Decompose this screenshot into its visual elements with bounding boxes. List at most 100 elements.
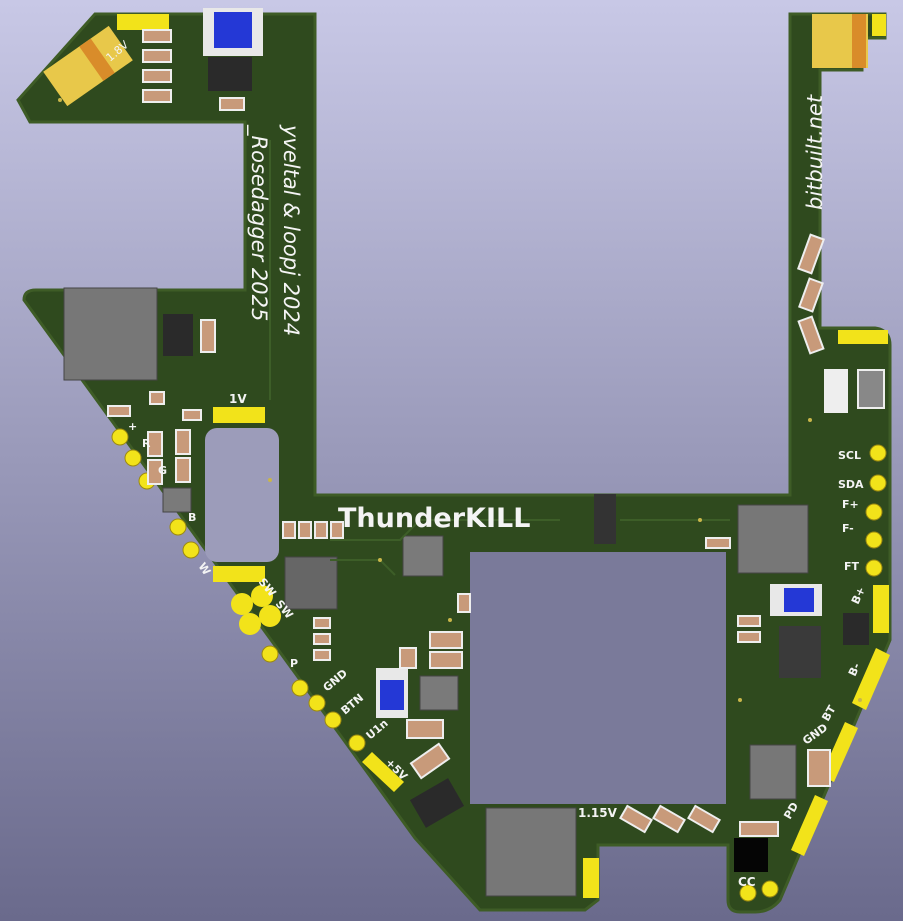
r23 <box>807 749 831 787</box>
cap-tl-band <box>79 38 115 81</box>
label-plus: + <box>128 420 137 433</box>
passives <box>107 29 885 837</box>
yellow-pads <box>117 14 890 898</box>
r20 <box>619 804 653 834</box>
r18 <box>406 719 444 739</box>
tp-w <box>182 541 200 559</box>
ic-right-top <box>737 504 809 574</box>
r1 <box>142 29 172 43</box>
tp-p <box>261 645 279 663</box>
pad-5v <box>362 752 404 792</box>
r13 <box>797 315 825 355</box>
via-7 <box>808 418 812 422</box>
r35 <box>313 649 331 661</box>
r22 <box>687 804 721 834</box>
credits-line2: _Rosedagger 2025 <box>246 124 271 321</box>
label-sda: SDA <box>838 478 864 491</box>
via-1 <box>378 558 382 562</box>
sw-pad-4 <box>259 605 281 627</box>
label-scl: SCL <box>838 449 861 462</box>
r17 <box>429 651 463 669</box>
tp-x <box>291 679 309 697</box>
pad-top-1 <box>117 14 169 30</box>
tp-gnd-l <box>308 694 326 712</box>
r24 <box>739 821 779 837</box>
tp-fplus <box>865 503 883 521</box>
label-1-15v: 1.15V <box>578 806 618 820</box>
label-g: G <box>158 464 167 477</box>
label-fminus: F- <box>842 522 854 535</box>
pad-bplus <box>873 585 889 633</box>
sw-pads <box>231 585 281 635</box>
tp-scl <box>869 444 887 462</box>
black-pad-cc <box>734 838 768 872</box>
r37 <box>298 521 312 539</box>
via-4 <box>738 698 742 702</box>
pad-1v <box>213 407 265 423</box>
inductor-left <box>63 287 158 381</box>
chip-right-small <box>843 613 869 645</box>
r31 <box>737 615 761 627</box>
tp-u1n <box>348 734 366 752</box>
r15 <box>857 369 885 409</box>
r21 <box>652 804 686 834</box>
r12 <box>798 277 824 313</box>
tp-cc1 <box>739 884 757 902</box>
r29 <box>182 409 202 421</box>
large-components <box>63 287 809 897</box>
chip-left-2 <box>163 314 193 356</box>
chip-bottom <box>409 778 465 828</box>
tantalum-caps <box>43 14 868 107</box>
sw-pad-2 <box>251 585 273 607</box>
tp-r <box>124 449 142 467</box>
r6 <box>200 319 216 353</box>
pad-bt <box>852 648 890 710</box>
r34 <box>313 633 331 645</box>
blue-leds <box>203 8 822 718</box>
via-5 <box>58 98 62 102</box>
r9 <box>147 431 163 457</box>
chip-top-1 <box>208 57 252 91</box>
test-points-left <box>111 428 887 902</box>
cap-tl <box>43 25 133 107</box>
r2 <box>142 49 172 63</box>
r8 <box>175 457 191 483</box>
switch <box>594 494 616 544</box>
via-6 <box>268 478 272 482</box>
r30 <box>705 537 731 549</box>
led-top-inner <box>214 12 252 48</box>
label-bminus: B- <box>846 661 863 678</box>
cap-tr-band <box>852 14 866 68</box>
traces <box>269 140 791 576</box>
r11 <box>796 233 826 275</box>
tp-cc2 <box>761 880 779 898</box>
label-ft: FT <box>844 560 860 573</box>
credits-line1: yveltal & loopj 2024 <box>279 124 303 336</box>
r7 <box>175 429 191 455</box>
vias <box>58 98 862 702</box>
label-cc: CC <box>738 875 756 889</box>
chip-left-small <box>162 487 192 513</box>
r39 <box>330 521 344 539</box>
label-fplus: F+ <box>842 498 859 511</box>
tp-plus <box>111 428 129 446</box>
r4 <box>142 89 172 103</box>
sw-pad-3 <box>239 613 261 635</box>
tp-sda <box>869 474 887 492</box>
r32 <box>737 631 761 643</box>
led-right-inner <box>784 588 814 612</box>
board-cutout-left <box>205 428 279 562</box>
tp-ft <box>865 559 883 577</box>
tp-fminus <box>865 531 883 549</box>
r14 <box>824 369 848 413</box>
pad-left-mid <box>213 566 265 582</box>
website: bitbuilt.net <box>803 94 827 210</box>
label-p: P <box>290 657 298 670</box>
r33 <box>313 617 331 629</box>
pad-pd <box>791 795 828 856</box>
tp-b <box>169 518 187 536</box>
led-mid-inner <box>380 680 404 710</box>
r16 <box>429 631 463 649</box>
via-2 <box>448 618 452 622</box>
